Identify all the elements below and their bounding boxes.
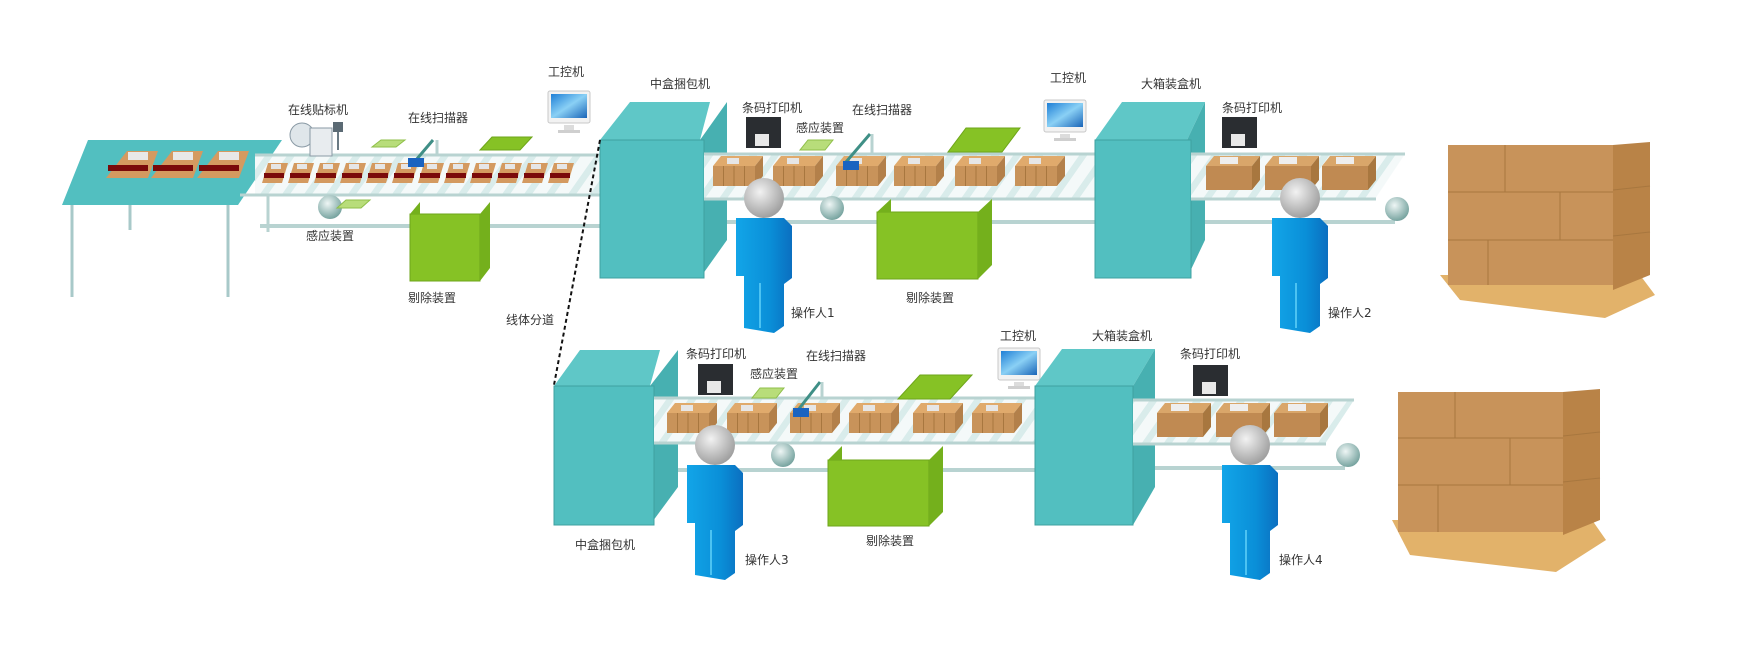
reject-2-label: 剔除装置 [906, 290, 954, 305]
sensor-icon [370, 139, 407, 148]
bundled-box [727, 403, 777, 433]
reject-pusher-icon [478, 136, 534, 151]
big-case-packer-1-label: 大箱装盒机 [1141, 76, 1201, 91]
barcode-printer-icon [1193, 365, 1228, 396]
computer-monitor-icon [997, 347, 1041, 389]
operator-3-label: 操作人3 [745, 552, 789, 567]
big-case-packer-machine [1094, 102, 1205, 279]
online-labeler-label: 在线贴标机 [288, 103, 348, 117]
operator-person-icon [1272, 178, 1328, 333]
reject-1-label: 剔除装置 [408, 290, 456, 305]
bundled-box [836, 156, 886, 186]
bundled-box [972, 403, 1022, 433]
conveyor-1-products [262, 163, 574, 183]
operator-1-label: 操作人1 [791, 305, 835, 320]
reject-bin-icon [827, 446, 943, 527]
shipping-case [1157, 403, 1211, 437]
labeler-machine-icon [289, 122, 343, 157]
small-product-box [548, 163, 574, 183]
reject-bin-icon [876, 199, 992, 280]
small-product-box [392, 163, 418, 183]
computer-monitor-icon [1043, 99, 1087, 141]
barcode-scanner-icon [793, 381, 824, 417]
pallet-of-boxes-icon [1392, 389, 1606, 572]
conveyor-roller-icon [1336, 443, 1360, 467]
small-product-box [444, 163, 470, 183]
bundled-box [913, 403, 963, 433]
bundled-box [790, 403, 840, 433]
sensor-icon [750, 387, 786, 399]
scanner-1-label: 在线扫描器 [408, 111, 468, 125]
sensor-3-label: 感应装置 [750, 366, 798, 381]
shipping-case [1206, 156, 1260, 190]
big-case-packer-machine [1034, 349, 1155, 526]
small-product-box [470, 163, 496, 183]
small-product-box [314, 163, 340, 183]
operator-person-icon [1222, 425, 1278, 580]
conveyor-2-products [713, 156, 1065, 186]
barcode-printer-icon [698, 364, 733, 395]
operator-4-label: 操作人4 [1279, 552, 1323, 567]
conveyor-roller-icon [318, 195, 342, 219]
barcode-scanner-icon [843, 133, 874, 170]
bundled-box [849, 403, 899, 433]
operator-2-label: 操作人2 [1328, 305, 1372, 320]
reject-pusher-icon [896, 374, 974, 400]
barcode-printer-icon [746, 117, 781, 148]
barcode-printer-icon [1222, 117, 1257, 148]
shipping-case [1322, 156, 1376, 190]
ipc-2-label: 工控机 [1050, 71, 1086, 85]
barcode-printer-4-label: 条码打印机 [1180, 347, 1240, 361]
mid-box-bundler-machine [599, 102, 727, 279]
small-product-box [262, 163, 288, 183]
line-split-label: 线体分道 [506, 313, 554, 327]
pallet-of-boxes-icon [1440, 142, 1655, 318]
mid-box-bundler-2-label: 中盒捆包机 [575, 537, 635, 552]
small-product-box [522, 163, 548, 183]
conveyor-5-cases [1157, 403, 1328, 437]
small-product-box [288, 163, 314, 183]
small-product-box [496, 163, 522, 183]
conveyor-3-cases [1206, 156, 1376, 190]
ipc-1-label: 工控机 [548, 65, 584, 79]
sensor-2-label: 感应装置 [796, 120, 844, 135]
shipping-case [1274, 403, 1328, 437]
reject-3-label: 剔除装置 [866, 533, 914, 548]
mid-box-bundler-1-label: 中盒捆包机 [650, 76, 710, 91]
small-product-box [418, 163, 444, 183]
table-product-box [106, 151, 158, 178]
scanner-3-label: 在线扫描器 [806, 349, 866, 363]
big-case-packer-2-label: 大箱装盒机 [1092, 328, 1152, 343]
conveyor-roller-icon [820, 196, 844, 220]
barcode-printer-2-label: 条码打印机 [1222, 101, 1282, 115]
barcode-printer-3-label: 条码打印机 [686, 347, 746, 361]
scanner-2-label: 在线扫描器 [852, 103, 912, 117]
bundled-box [955, 156, 1005, 186]
operator-person-icon [736, 178, 792, 333]
conveyor-roller-icon [1385, 197, 1409, 221]
reject-bin-icon [409, 202, 490, 282]
input-table [62, 140, 282, 297]
reject-pusher-icon [947, 127, 1021, 153]
table-product-box [151, 151, 203, 178]
barcode-printer-1-label: 条码打印机 [742, 101, 802, 115]
barcode-scanner-icon [408, 139, 439, 167]
bundled-box [773, 156, 823, 186]
bundled-box [894, 156, 944, 186]
computer-monitor-icon [547, 90, 591, 133]
shipping-case [1265, 156, 1319, 190]
conveyor-roller-icon [771, 443, 795, 467]
table-product-box [197, 151, 249, 178]
sensor-icon [798, 139, 835, 151]
sensor-1-label: 感应装置 [306, 228, 354, 243]
operator-person-icon [687, 425, 743, 580]
sensor-icon [335, 199, 372, 209]
small-product-box [366, 163, 392, 183]
ipc-3-label: 工控机 [1000, 329, 1036, 343]
bundled-box [1015, 156, 1065, 186]
small-product-box [340, 163, 366, 183]
